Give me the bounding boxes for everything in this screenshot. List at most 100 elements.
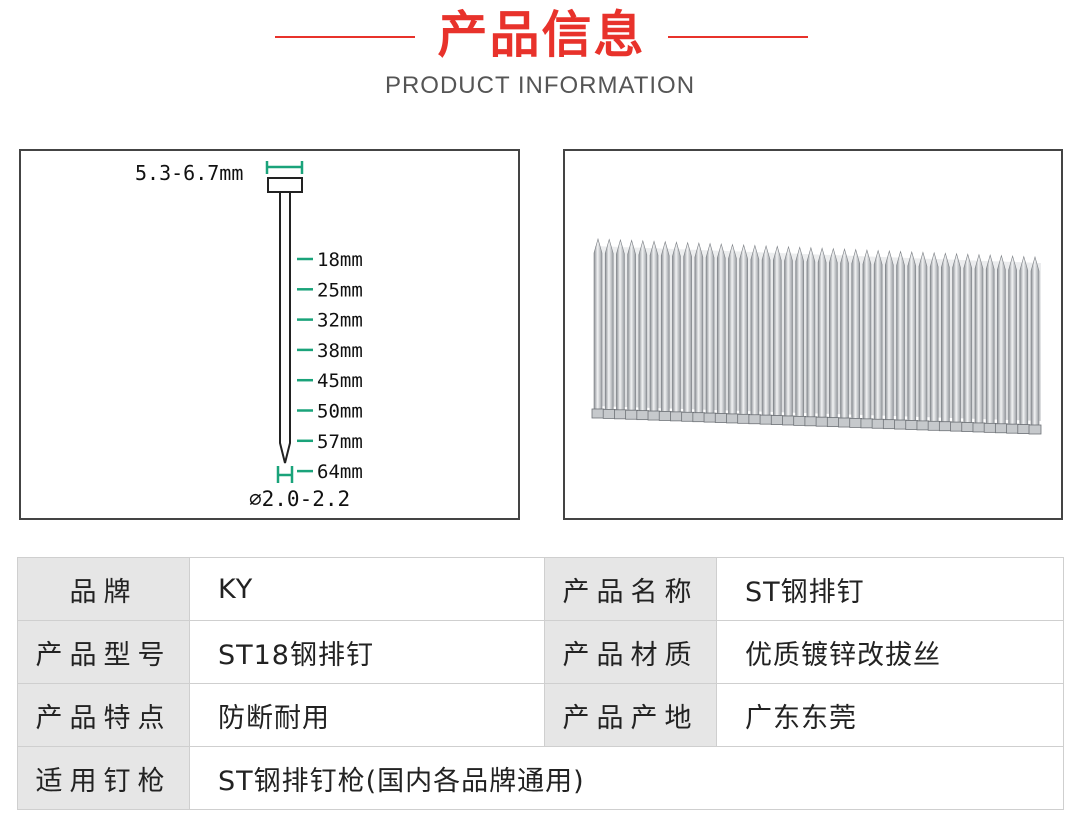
nail — [952, 252, 961, 423]
nail-head — [591, 408, 605, 419]
nail-strip-illustration — [591, 237, 1042, 435]
nail-head — [759, 414, 773, 425]
table-row: 品牌 KY 产品名称 ST钢排钉 — [17, 557, 1064, 621]
nail — [694, 242, 704, 413]
nail — [616, 238, 625, 411]
nail-head — [927, 420, 941, 431]
nail — [862, 248, 872, 420]
length-label: 25mm — [317, 279, 363, 301]
nail-head — [849, 418, 863, 428]
nail-head — [905, 420, 919, 430]
nail-head — [983, 422, 997, 433]
nail-head — [647, 410, 661, 421]
nail-head — [602, 409, 616, 419]
shank-diameter-label: ⌀2.0-2.2 — [249, 487, 350, 511]
nail-head — [961, 422, 975, 432]
product-name-label: 产品名称 — [544, 557, 717, 621]
nail — [929, 251, 939, 422]
nail — [997, 254, 1006, 425]
nail — [851, 248, 861, 419]
nail-head — [770, 415, 784, 425]
nail — [907, 250, 917, 421]
nail-head — [625, 409, 639, 420]
nail-head — [815, 416, 829, 427]
nail-head — [994, 423, 1008, 434]
material-value: 优质镀锌改拔丝 — [716, 620, 1064, 684]
nail-head — [692, 412, 706, 423]
nail-head — [703, 412, 717, 423]
nail-head — [737, 413, 751, 424]
nail — [683, 241, 692, 413]
nail-head — [950, 421, 963, 432]
nail-head — [860, 418, 874, 429]
section-header: 产品信息 PRODUCT INFORMATION — [0, 0, 1080, 110]
nail — [974, 253, 984, 424]
nail — [593, 237, 603, 410]
nail-head — [916, 420, 930, 431]
nail-strip — [591, 237, 1042, 435]
origin-value: 广东东莞 — [716, 683, 1064, 747]
shank-diameter-marker — [276, 466, 294, 483]
brand-value: KY — [189, 557, 545, 621]
head-width-label: 5.3-6.7mm — [135, 161, 243, 185]
nail — [941, 252, 950, 423]
nail-head — [972, 422, 986, 433]
nail-outline — [267, 177, 303, 464]
nail-head — [838, 417, 851, 428]
length-label: 50mm — [317, 401, 363, 423]
nail-head — [804, 416, 818, 427]
section-title: 产品信息 — [437, 6, 646, 64]
nail-head — [670, 411, 683, 422]
model-value: ST18钢排钉 — [189, 620, 545, 684]
origin-label: 产品产地 — [544, 683, 717, 747]
product-photo — [563, 149, 1063, 520]
nail — [604, 238, 614, 410]
nail — [795, 246, 804, 417]
feature-label: 产品特点 — [17, 683, 190, 747]
compatible-gun-label: 适用钉枪 — [17, 746, 190, 810]
head-width-marker — [265, 161, 304, 174]
length-label: 64mm — [317, 461, 363, 483]
nail-head — [1006, 423, 1019, 434]
nail-head — [748, 414, 762, 425]
nail — [1019, 255, 1029, 425]
brand-label: 品牌 — [17, 557, 190, 621]
nail — [885, 249, 894, 420]
nail — [784, 245, 793, 417]
nail — [840, 248, 849, 419]
nail — [716, 242, 726, 414]
nail-head — [636, 410, 650, 421]
nail — [728, 243, 737, 415]
nail-head — [894, 419, 907, 430]
nail — [761, 244, 771, 416]
nail-head — [681, 411, 695, 422]
nail — [985, 254, 995, 424]
nail-head — [1017, 424, 1031, 434]
nail-head — [793, 415, 807, 426]
nail — [829, 247, 838, 418]
table-row: 产品型号 ST18钢排钉 产品材质 优质镀锌改拔丝 — [17, 620, 1064, 684]
spec-table: 品牌 KY 产品名称 ST钢排钉 产品型号 ST18钢排钉 产品材质 优质镀锌改… — [17, 557, 1064, 810]
nail — [772, 245, 782, 416]
nail — [963, 253, 973, 423]
nail-head — [658, 411, 672, 421]
nail — [660, 240, 670, 412]
length-label: 57mm — [317, 431, 363, 453]
model-label: 产品型号 — [17, 620, 190, 684]
nail — [873, 249, 883, 420]
product-name-value: ST钢排钉 — [716, 557, 1064, 621]
table-row: 适用钉枪 ST钢排钉枪(国内各品牌通用) — [17, 746, 1064, 810]
nail-head — [871, 418, 885, 429]
nail-head — [714, 413, 728, 423]
nail — [705, 242, 715, 414]
length-label: 32mm — [317, 310, 363, 332]
nail-head — [882, 419, 896, 430]
length-label: 38mm — [317, 340, 363, 362]
table-row: 产品特点 防断耐用 产品产地 广东东莞 — [17, 683, 1064, 747]
header-right-rule — [668, 36, 808, 38]
nail-head — [614, 409, 627, 420]
nail — [739, 243, 748, 415]
nail — [1030, 255, 1040, 426]
nail — [627, 239, 636, 411]
